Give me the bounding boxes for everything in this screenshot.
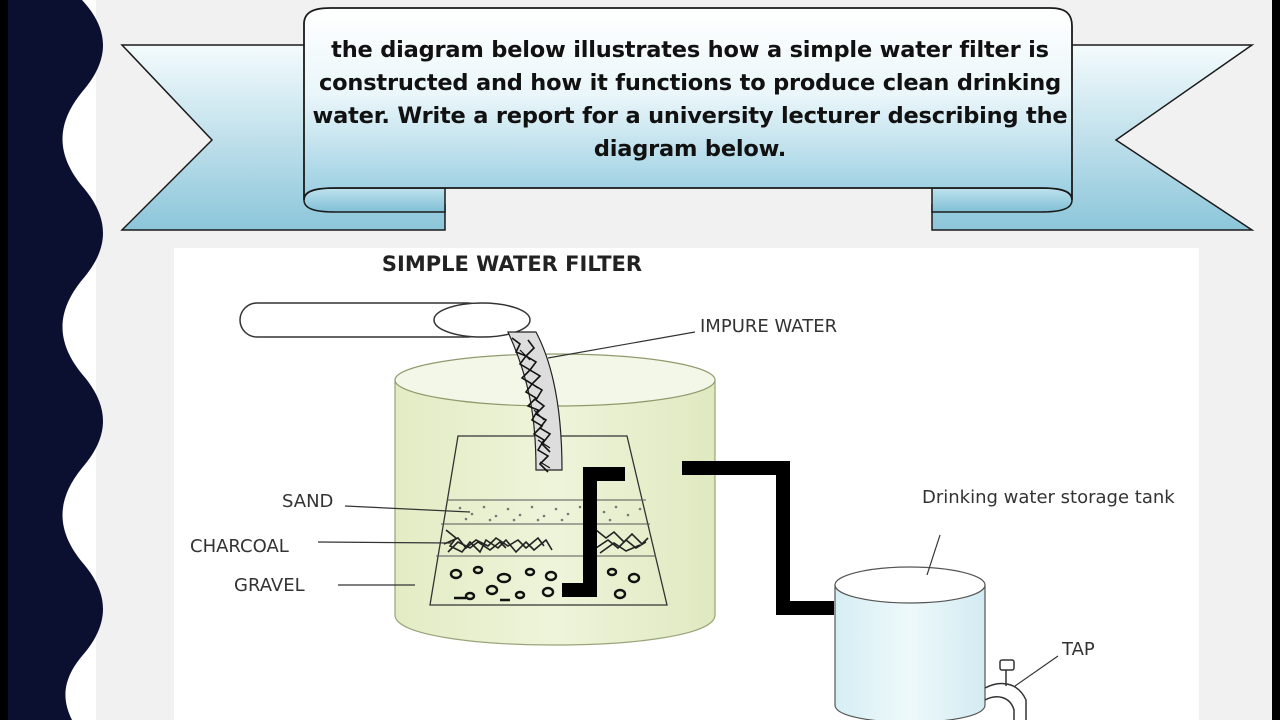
impure-water-stream	[507, 331, 563, 473]
label-tap: TAP	[1062, 639, 1095, 660]
tap-icon	[984, 659, 1027, 720]
gravel-layer	[449, 565, 641, 602]
charcoal-layer	[443, 529, 649, 554]
leader-lines	[317, 331, 1059, 687]
diagram-title: SIMPLE WATER FILTER	[381, 252, 643, 276]
sand-layer	[458, 505, 642, 522]
outlet-pipe	[562, 461, 834, 615]
banner-prompt-text: the diagram below illustrates how a simp…	[312, 37, 1068, 162]
banner-main	[303, 7, 1073, 201]
label-storage-tank: Drinking water storage tank	[922, 487, 1175, 508]
pouring-pipe	[239, 302, 531, 338]
right-edge-bar	[1272, 0, 1280, 720]
filter-funnel	[429, 435, 668, 606]
storage-tank	[834, 566, 986, 720]
label-charcoal: CHARCOAL	[190, 536, 289, 557]
left-edge-bar	[0, 0, 8, 720]
wavy-border	[8, 0, 103, 720]
filter-container	[394, 353, 716, 646]
label-gravel: GRAVEL	[234, 575, 305, 596]
label-impure-water: IMPURE WATER	[700, 316, 838, 337]
label-sand: SAND	[282, 491, 334, 512]
